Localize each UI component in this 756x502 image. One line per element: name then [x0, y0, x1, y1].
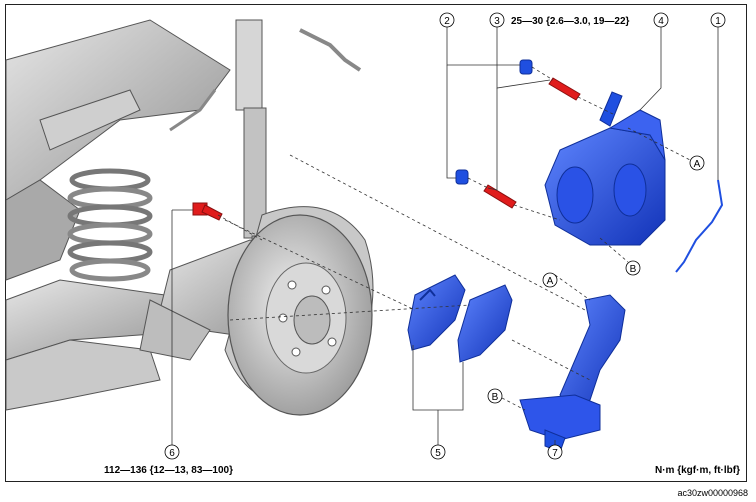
chassis-illustration [5, 19, 362, 411]
svg-text:B: B [630, 264, 637, 275]
callout-a-top: A [689, 155, 705, 171]
pad-spring [675, 179, 724, 273]
units-label: N·m {kgf·m, ft·lbf} [655, 465, 740, 476]
figure-code: ac30zw00000968 [677, 488, 748, 498]
svg-text:2: 2 [444, 16, 450, 27]
dashed-guides [217, 66, 691, 411]
guide-pin-bolts [483, 77, 581, 209]
callout-1: 1 [710, 12, 726, 28]
callout-6: 6 [164, 444, 180, 460]
caliper-bracket [519, 294, 626, 453]
svg-text:5: 5 [435, 448, 441, 459]
svg-text:3: 3 [494, 16, 500, 27]
svg-text:B: B [492, 392, 499, 403]
svg-text:A: A [547, 276, 554, 287]
callout-5: 5 [430, 444, 446, 460]
leader-lines [171, 27, 719, 445]
svg-text:A: A [694, 159, 701, 170]
svg-text:6: 6 [169, 448, 175, 459]
bracket-bolt [192, 202, 223, 221]
svg-text:7: 7 [552, 448, 558, 459]
caliper-body [544, 91, 666, 246]
callout-3: 3 [489, 12, 505, 28]
torque-spec-top: 25—30 {2.6—3.0, 19—22} [511, 16, 630, 27]
callout-a-bottom: A [542, 272, 558, 288]
callout-b-top: B [625, 260, 641, 276]
torque-spec-bottom: 112—136 {12—13, 83—100} [104, 465, 233, 476]
callout-2: 2 [439, 12, 455, 28]
brake-disc [224, 206, 374, 416]
svg-text:4: 4 [658, 16, 664, 27]
coil-spring [67, 168, 153, 282]
callout-7: 7 [547, 444, 563, 460]
callout-b-bottom: B [487, 388, 503, 404]
brake-pads [407, 274, 513, 363]
callout-4: 4 [653, 12, 669, 28]
bolt-caps [455, 59, 533, 185]
svg-text:1: 1 [715, 16, 721, 27]
